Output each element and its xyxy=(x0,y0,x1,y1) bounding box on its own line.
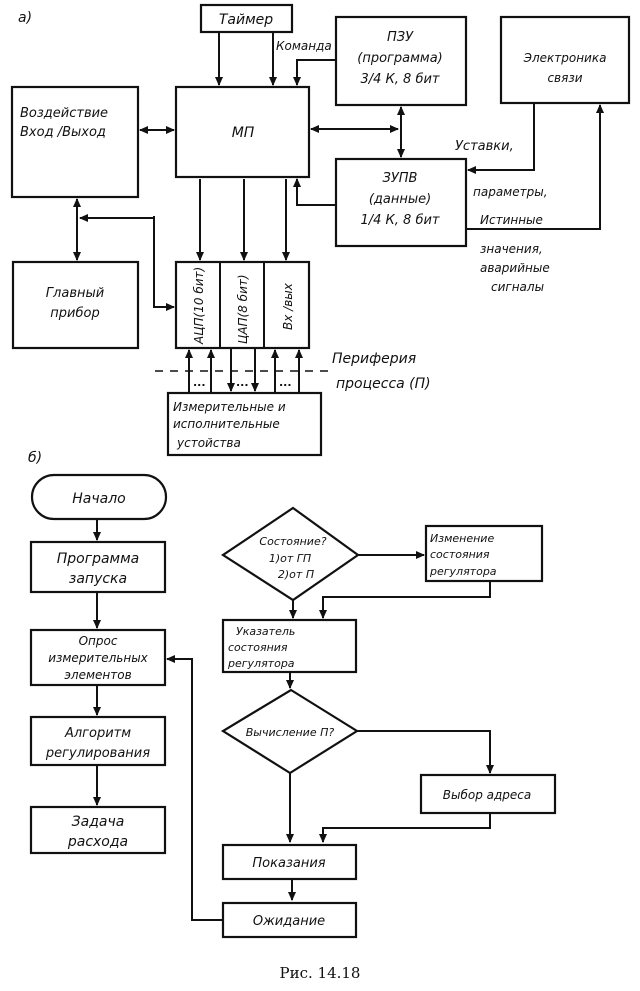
rom-block: ПЗУ (программа) 3/4 К, 8 бит xyxy=(334,15,468,107)
params-label: параметры, xyxy=(473,185,548,199)
periphery-modules: АЦП(10 бит) ЦАП(8 бит) Вх /вых xyxy=(174,260,311,350)
state-pointer-line3: регулятора xyxy=(227,657,295,670)
select-address-label: Выбор адреса xyxy=(443,788,531,802)
change-state-line2: состояния xyxy=(430,548,490,561)
ram-to-mp-arrow xyxy=(293,178,336,206)
state-pointer-line2: состояния xyxy=(228,641,288,654)
periphery-label-line1: Периферия xyxy=(332,351,416,367)
signals-label: сигналы xyxy=(491,280,544,294)
startup-program-block: Программа запуска xyxy=(29,540,167,594)
ram-title: ЗУПВ xyxy=(383,171,418,186)
wait-block: Ожидание xyxy=(221,901,358,939)
io-title-line1: Воздействие xyxy=(20,106,108,121)
wait-label: Ожидание xyxy=(253,914,325,929)
flow-task-line1: Задача xyxy=(72,814,125,830)
algorithm-block: Алгоритм регулирования xyxy=(29,715,167,767)
part-a-label: а) xyxy=(18,10,32,26)
state-decision-line2: 1)от ГП xyxy=(269,552,311,565)
rom-subtitle: (программа) xyxy=(357,51,442,66)
state-pointer-block: Указатель состояния регулятора xyxy=(221,618,358,674)
values-label: значения, xyxy=(480,242,543,256)
devices-line3: устойства xyxy=(176,436,241,450)
address-to-readings-arrow xyxy=(319,813,491,843)
mp-label: МП xyxy=(232,125,255,141)
devices-line1: Измерительные и xyxy=(173,400,286,414)
devices-block: Измерительные и исполнительные устойства xyxy=(166,391,323,457)
figure-caption: Рис. 14.18 xyxy=(280,964,361,982)
mp-block: МП xyxy=(174,85,311,179)
dots-1: ... xyxy=(193,376,206,389)
change-state-block: Изменение состояния регулятора xyxy=(424,524,544,583)
readings-label: Показания xyxy=(252,856,325,871)
start-label: Начало xyxy=(72,491,125,507)
change-state-line1: Изменение xyxy=(430,532,494,545)
rom-size: 3/4 К, 8 бит xyxy=(361,72,440,87)
flow-task-block: Задача расхода xyxy=(29,805,167,855)
algorithm-line1: Алгоритм xyxy=(64,726,131,741)
timer-label: Таймер xyxy=(219,12,273,28)
dots-3: ... xyxy=(279,376,292,389)
adc-label: АЦП(10 бит) xyxy=(192,267,206,345)
settings-label: Уставки, xyxy=(455,139,514,154)
state-decision-line1: Состояние? xyxy=(259,535,326,548)
compute-decision-label: Вычисление П? xyxy=(246,726,335,739)
ram-subtitle: (данные) xyxy=(369,192,431,207)
main-device-line1: Главный xyxy=(46,286,104,301)
select-address-block: Выбор адреса xyxy=(419,773,557,815)
periphery-label-line2: процесса (П) xyxy=(336,376,431,392)
alarm-label: аварийные xyxy=(480,261,550,275)
startup-line1: Программа xyxy=(57,551,140,567)
part-b-label: б) xyxy=(28,450,42,466)
comm-to-ram-arrow xyxy=(467,103,535,174)
io-title-line2: Вход /Выход xyxy=(20,125,106,140)
rom-command-arrow xyxy=(293,59,336,86)
devices-line2: исполнительные xyxy=(173,417,280,431)
state-pointer-line1: Указатель xyxy=(236,625,295,638)
start-terminal: Начало xyxy=(30,473,168,521)
timer-block: Таймер xyxy=(199,3,294,34)
io-action-block: Воздействие Вход /Выход xyxy=(10,85,140,199)
state-decision-line3: 2)от П xyxy=(278,568,314,581)
true-label: Истинные xyxy=(480,213,543,227)
main-device-periphery-arrow xyxy=(79,214,175,311)
dac-label: ЦАП(8 бит) xyxy=(236,274,250,344)
state-decision: Состояние? 1)от ГП 2)от П xyxy=(220,506,360,602)
compute-to-address-arrow xyxy=(357,730,494,774)
poll-elements-block: Опрос измерительных элементов xyxy=(29,628,167,687)
wait-to-poll-loop-arrow xyxy=(166,655,222,921)
change-state-line3: регулятора xyxy=(429,565,497,578)
comm-title-line2: связи xyxy=(547,71,582,85)
main-device-block: Главный прибор xyxy=(11,260,140,350)
ram-to-comm-arrow xyxy=(466,104,604,230)
command-label: Команда xyxy=(276,39,332,53)
inout-label: Вх /вых xyxy=(281,282,295,330)
startup-line2: запуска xyxy=(69,571,127,587)
comm-electronics-block: Электроника связи xyxy=(499,15,631,105)
main-device-line2: прибор xyxy=(50,306,99,321)
algorithm-line2: регулирования xyxy=(45,746,150,761)
flow-task-line2: расхода xyxy=(67,834,128,850)
readings-block: Показания xyxy=(221,843,358,881)
rom-title: ПЗУ xyxy=(387,30,414,45)
poll-line1: Опрос xyxy=(79,634,118,648)
comm-title-line1: Электроника xyxy=(523,51,607,65)
poll-line3: элементов xyxy=(64,668,131,682)
compute-decision: Вычисление П? xyxy=(220,688,360,775)
ram-block: ЗУПВ (данные) 1/4 К, 8 бит xyxy=(334,157,468,248)
change-to-pointer-arrow xyxy=(319,581,491,619)
dots-2: ... xyxy=(236,376,249,389)
poll-line2: измерительных xyxy=(48,651,148,665)
ram-size: 1/4 К, 8 бит xyxy=(361,213,440,228)
